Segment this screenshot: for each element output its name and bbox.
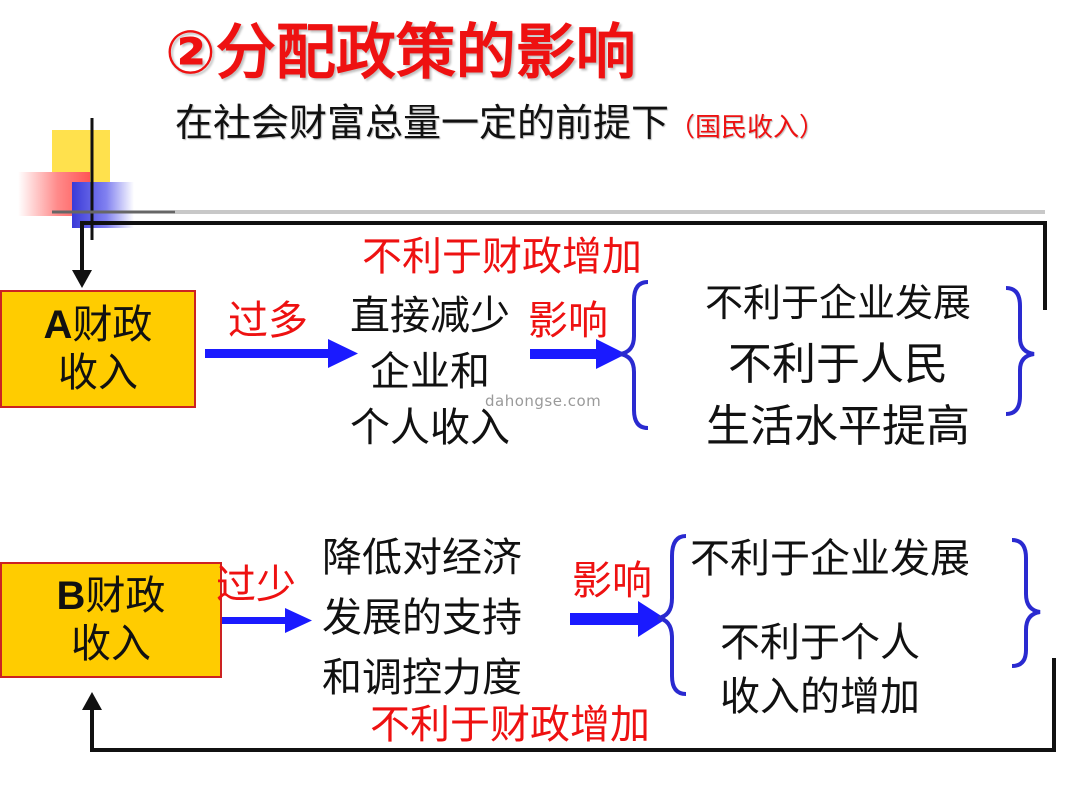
- influence-b-label: 影响: [572, 558, 652, 604]
- result-a-2: 不利于人民: [728, 339, 948, 390]
- arrow-a-effect: [530, 339, 626, 369]
- box-b-word: 财政: [85, 573, 166, 619]
- result-b-2: 不利于个人: [720, 620, 920, 666]
- feedback-loop-a-arrowhead: [72, 270, 92, 288]
- subtitle-note: （国民收入）: [669, 113, 826, 143]
- box-a-word: 财政: [72, 302, 153, 348]
- box-b-letter: B: [56, 574, 86, 618]
- results-a: 不利于企业发展 不利于人民 生活水平提高: [652, 272, 1024, 458]
- arrow-b-cause: [175, 608, 312, 633]
- effect-a: 直接减少 企业和 个人收入: [330, 288, 530, 456]
- result-a-1: 不利于企业发展: [704, 281, 971, 325]
- box-b-line1: B财政: [57, 572, 166, 620]
- watermark: dahongse.com: [485, 392, 602, 410]
- box-a-fiscal-revenue: A财政 收入: [0, 290, 196, 408]
- box-a-line2: 收入: [57, 350, 138, 396]
- box-a-line1: A财政: [44, 301, 153, 349]
- results-b-2: 不利于个人 收入的增加: [690, 616, 950, 724]
- influence-a-label: 影响: [528, 298, 608, 344]
- brace-a-right: [1005, 286, 1035, 416]
- condition-b-label: 过少: [216, 562, 296, 608]
- box-b-fiscal-revenue: B财政 收入: [0, 562, 222, 678]
- result-a-3: 生活水平提高: [706, 401, 970, 452]
- decor-blue-block: [72, 182, 134, 228]
- arrow-a-cause: [205, 339, 358, 368]
- subtitle: 在社会财富总量一定的前提下（国民收入）: [175, 92, 825, 147]
- page-title: ②分配政策的影响: [165, 18, 636, 88]
- brace-b-right: [1011, 538, 1041, 668]
- effect-a-line1: 直接减少: [350, 293, 510, 339]
- result-b-3: 收入的增加: [720, 674, 920, 720]
- effect-b-line2: 发展的支持: [322, 595, 522, 641]
- brace-b-left: [657, 534, 687, 696]
- arrow-b-effect: [570, 601, 666, 637]
- brace-a-left: [619, 280, 649, 430]
- box-b-line2: 收入: [70, 621, 151, 667]
- effect-b-line3: 和调控力度: [322, 655, 522, 701]
- feedback-loop-b-arrowhead: [82, 692, 102, 710]
- condition-a-label: 过多: [228, 298, 308, 344]
- subtitle-text: 在社会财富总量一定的前提下: [175, 101, 670, 145]
- feedback-loop-a-line: [80, 221, 1047, 310]
- result-b-1: 不利于企业发展: [690, 536, 970, 582]
- feedback-label-b: 不利于财政增加: [370, 702, 650, 748]
- feedback-loop-b-line: [90, 658, 1056, 752]
- effect-a-line3: 个人收入: [350, 405, 510, 451]
- feedback-label-a: 不利于财政增加: [362, 234, 642, 280]
- box-a-letter: A: [43, 303, 73, 347]
- effect-a-line2: 企业和: [370, 349, 490, 395]
- effect-b-line1: 降低对经济: [322, 535, 522, 581]
- effect-b: 降低对经济 发展的支持 和调控力度: [322, 528, 522, 708]
